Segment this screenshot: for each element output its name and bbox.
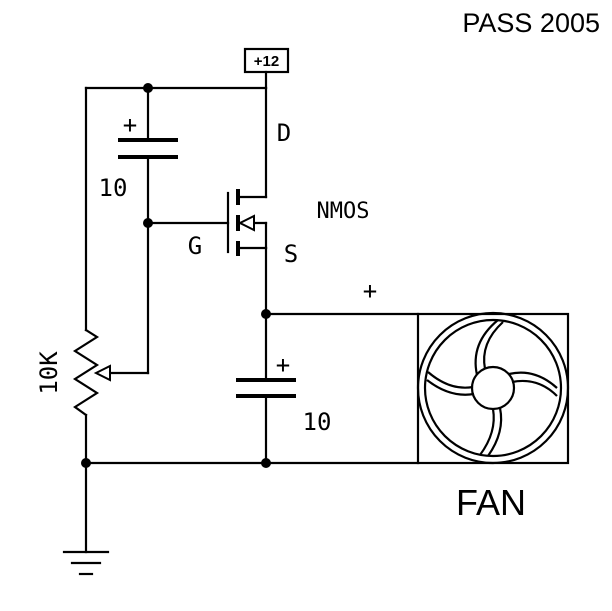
capacitor-bottom-plus: +	[276, 351, 290, 379]
capacitor-top-plus: +	[123, 111, 137, 139]
supply-label: +12	[254, 53, 279, 70]
fan-label: FAN	[456, 482, 526, 523]
potentiometer-value: 10K	[35, 351, 63, 395]
mosfet-drain-label: D	[277, 119, 291, 147]
capacitor-bottom-value: 10	[303, 408, 332, 436]
capacitor-bottom: + 10	[236, 351, 331, 436]
supply-terminal: +12	[243, 47, 290, 74]
fan: + FAN	[363, 277, 570, 523]
junction-dots	[81, 83, 271, 468]
capacitor-top-value: 10	[99, 174, 128, 202]
mosfet-source-label: S	[284, 240, 298, 268]
credit-text: PASS 2005	[462, 8, 600, 38]
ground-symbol	[62, 550, 110, 576]
capacitor-top: + 10	[99, 111, 178, 202]
nmos-transistor: NMOS D G S	[188, 119, 370, 268]
fan-plus: +	[363, 277, 377, 305]
mosfet-type-label: NMOS	[317, 199, 370, 224]
potentiometer: 10K	[35, 328, 111, 417]
mosfet-gate-label: G	[188, 232, 202, 260]
wires	[84, 70, 420, 554]
